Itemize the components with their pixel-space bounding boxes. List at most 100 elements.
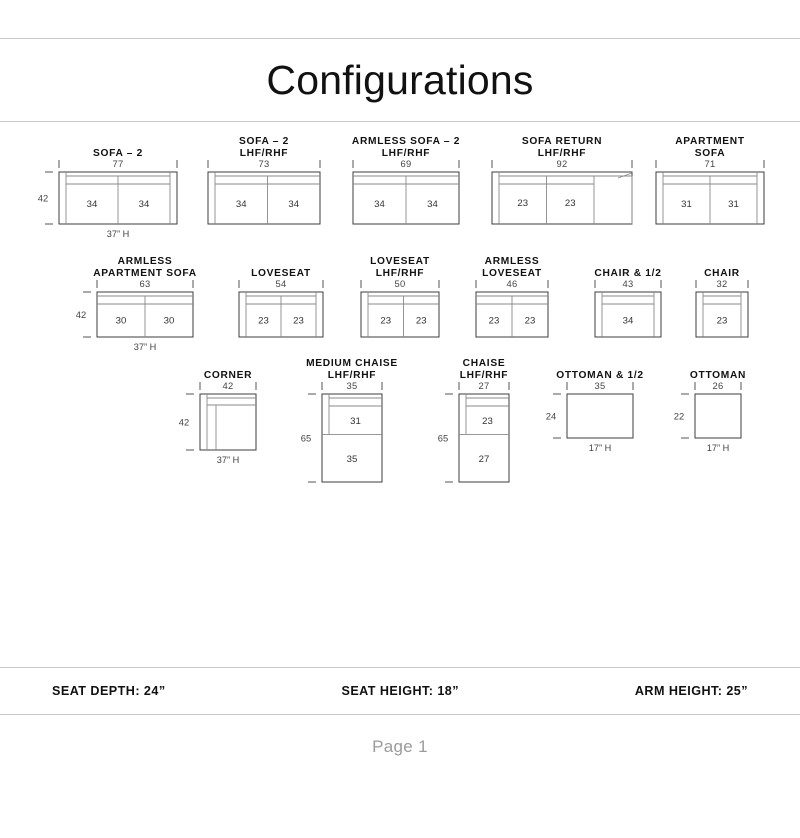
width-dimension-label: 43: [622, 278, 633, 289]
seat-dimension: 23: [416, 316, 427, 327]
seat-dimension: 31: [350, 416, 361, 427]
seat-dimension: 34: [236, 199, 247, 210]
height-note: 37” H: [107, 229, 129, 239]
seat-dimension: 34: [427, 199, 438, 210]
footer-bottom-rule: [0, 714, 800, 715]
config-name-line: LHF/RHF: [328, 370, 376, 381]
spec-seat-height: SEAT HEIGHT: 18”: [341, 684, 459, 698]
config-name-line: APARTMENT SOFA: [93, 268, 197, 279]
config-name-line: SOFA – 2: [239, 136, 289, 147]
furniture-outline: [695, 291, 749, 338]
height-dimension-label: 65: [301, 432, 311, 443]
seat-dimension: 23: [525, 316, 536, 327]
seat-dimension: 23: [293, 316, 304, 327]
config-name-line: LHF/RHF: [376, 268, 424, 279]
configurations-page: Configurations SOFA – 2 77 42 34 34 37” H SOFA…: [0, 38, 800, 838]
width-dimension-label: 35: [594, 380, 605, 391]
config-name-line: LHF/RHF: [382, 148, 430, 159]
width-dimension-label: 35: [346, 380, 357, 391]
seat-dimension: 34: [288, 199, 299, 210]
config-name-line: LOVESEAT: [482, 268, 542, 279]
width-dimension-label: 63: [139, 278, 150, 289]
spec-arm-height: ARM HEIGHT: 25”: [634, 684, 748, 698]
width-dimension-label: 50: [394, 278, 405, 289]
header-top-rule: [0, 38, 800, 39]
return-diagonal: [617, 172, 633, 179]
furniture-outline: [199, 393, 257, 451]
width-dimension-label: 73: [258, 158, 269, 169]
seat-dimension: 23: [565, 198, 576, 209]
height-note: 37” H: [134, 342, 156, 352]
config-name-line: ARMLESS: [118, 256, 173, 267]
chaise-dimension: 35: [347, 454, 358, 465]
furniture-outline: [321, 393, 383, 483]
seat-dimension: 23: [717, 316, 728, 327]
config-name-line: CHAIR: [704, 268, 740, 279]
furniture-outline: [694, 393, 742, 439]
spec-footer: SEAT DEPTH: 24” SEAT HEIGHT: 18” ARM HEI…: [0, 668, 800, 714]
furniture-outline: [360, 291, 440, 338]
config-name-line: OTTOMAN: [690, 370, 746, 381]
config-name-line: OTTOMAN & 1/2: [556, 370, 644, 381]
chaise-dimension: 27: [479, 454, 490, 465]
furniture-outline: [207, 171, 321, 225]
config-name-line: ARMLESS SOFA – 2: [352, 136, 460, 147]
page-header: Configurations: [0, 39, 800, 121]
height-dimension-label: 42: [38, 192, 48, 203]
width-dimension-label: 92: [556, 158, 567, 169]
footer-top-rule: [0, 667, 800, 668]
config-name-line: CHAIR & 1/2: [594, 268, 661, 279]
config-name-line: LHF/RHF: [538, 148, 586, 159]
seat-dimension: 31: [681, 199, 692, 210]
furniture-outline: [594, 291, 662, 338]
config-name-line: MEDIUM CHAISE: [306, 358, 398, 369]
config-name-line: CHAISE: [463, 358, 506, 369]
config-name-line: LHF/RHF: [460, 370, 508, 381]
width-dimension-label: 27: [478, 380, 489, 391]
width-dimension-label: 77: [112, 158, 123, 169]
config-name-line: ARMLESS: [485, 256, 540, 267]
seat-dimension: 30: [116, 316, 127, 327]
config-item-ottoman-and-half: OTTOMAN & 1/235 24 17” H: [546, 370, 644, 453]
config-name-line: APARTMENT: [675, 136, 745, 147]
spec-seat-depth: SEAT DEPTH: 24”: [52, 684, 166, 698]
page-number: Page 1: [372, 737, 428, 756]
config-name-line: SOFA RETURN: [522, 136, 602, 147]
page-title: Configurations: [266, 56, 534, 103]
seat-dimension: 23: [482, 416, 493, 427]
width-dimension-label: 54: [275, 278, 286, 289]
furniture-outline: [566, 393, 634, 439]
seat-dimension: 34: [87, 199, 98, 210]
seat-dimension: 23: [258, 316, 269, 327]
height-dimension-label: 24: [546, 410, 556, 421]
furniture-outline: [491, 171, 633, 225]
seat-dimension: 31: [728, 199, 739, 210]
height-note: 17” H: [707, 443, 729, 453]
seat-dimension: 30: [164, 316, 175, 327]
seat-dimension: 23: [489, 316, 500, 327]
width-dimension-label: 32: [716, 278, 727, 289]
page-number-band: Page 1: [0, 715, 800, 779]
config-name-line: SOFA: [695, 148, 726, 159]
width-dimension-label: 26: [712, 380, 723, 391]
height-note: 17” H: [589, 443, 611, 453]
width-dimension-label: 71: [704, 158, 715, 169]
height-dimension-label: 22: [674, 410, 684, 421]
seat-dimension: 23: [517, 198, 528, 209]
width-dimension-label: 42: [222, 380, 233, 391]
